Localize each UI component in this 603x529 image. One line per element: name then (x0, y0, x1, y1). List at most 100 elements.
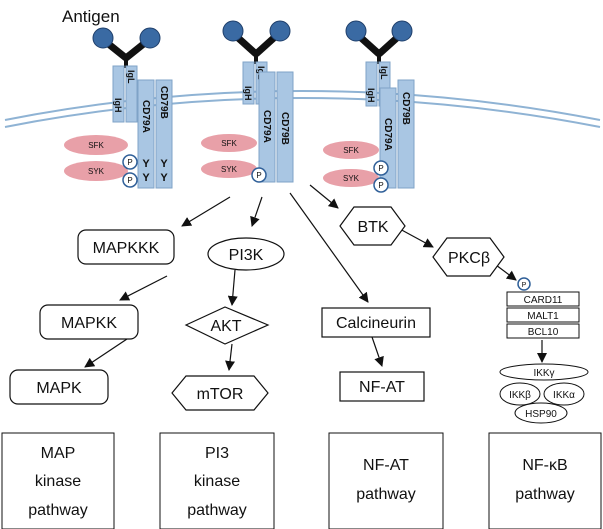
phospho-label: P (127, 176, 132, 185)
node-calcineurin: Calcineurin (321, 307, 431, 338)
igh-bar (242, 61, 255, 105)
sfk-label: SFK (343, 146, 359, 155)
pathway-box-pi3-kinase: PI3 kinase pathway (159, 432, 275, 529)
pathway-label: pathway (356, 486, 416, 503)
pathway-arrows (84, 184, 547, 371)
phospho-icon (122, 172, 138, 188)
arrow-calcineurin-to-nfat (371, 336, 384, 367)
pathway-label: NF-κB (522, 457, 567, 474)
mtor-label: mTOR (197, 386, 244, 403)
tyrosine-label: Y (142, 158, 150, 170)
akt-label: AKT (210, 318, 241, 335)
phospho-icon (251, 167, 267, 183)
antigen-icon (139, 27, 161, 49)
sfk-ellipse (201, 134, 257, 152)
phospho-icon (122, 154, 138, 170)
syk-label: SYK (221, 165, 238, 174)
igl-label: IgL (379, 66, 389, 80)
phospho-label: P (522, 282, 527, 289)
arrow-mapkkk-to-mapkk (119, 275, 168, 301)
arrow-pkc-to-card11 (495, 264, 517, 281)
nfat-label: NF-AT (359, 379, 405, 396)
arrow-receptor-to-pi3k (250, 196, 263, 227)
cd79a-label: CD79A (140, 100, 151, 133)
membrane-inner (4, 97, 601, 128)
phospho-icon (373, 160, 389, 176)
phospho-icon (517, 277, 531, 291)
syk-ellipse (64, 161, 128, 181)
node-ikk-complex: IKKγ IKKβ IKKα HSP90 (499, 363, 589, 424)
antigen-icon (391, 20, 413, 42)
pathway-box-map-kinase: MAP kinase pathway (1, 432, 115, 529)
pathway-box-nf-at: NF-AT pathway (328, 432, 444, 529)
ikkb-label: IKKβ (509, 390, 531, 401)
pathway-label: pathway (515, 486, 575, 503)
cd79b-label: CD79B (400, 92, 411, 125)
igh-bar (112, 65, 125, 123)
tyrosine-label: Y (160, 158, 168, 170)
cd79a-label: CD79A (261, 110, 272, 143)
sfk-label: SFK (88, 141, 104, 150)
arrow-btk-to-pkc (397, 227, 434, 248)
cd79b-bar (397, 79, 415, 189)
cd79a-bar (258, 71, 276, 183)
antigen-icon (92, 27, 114, 49)
btk-label: BTK (357, 219, 388, 236)
malt1-label: MALT1 (527, 311, 559, 322)
igl-bar (125, 65, 138, 123)
membrane-outer (4, 90, 601, 121)
node-akt: AKT (184, 306, 270, 345)
arrow-mapkk-to-mapk (84, 338, 128, 368)
phospho-label: P (378, 181, 383, 190)
card11-label: CARD11 (524, 295, 563, 306)
pathway-label: MAP (41, 445, 76, 462)
syk-ellipse (201, 160, 257, 178)
node-pkc: PKCβ (432, 237, 505, 277)
cd79b-bar (276, 71, 294, 183)
antigen-label: Antigen (62, 7, 120, 26)
syk-ellipse (323, 169, 379, 187)
igh-label: IgH (366, 88, 376, 103)
pathway-label: NF-AT (363, 457, 409, 474)
phospho-label: P (127, 158, 132, 167)
cd79b-label: CD79B (279, 112, 290, 145)
antigen-icon (222, 20, 244, 42)
tyrosine-label: Y (142, 172, 150, 184)
pathway-label: kinase (194, 473, 240, 490)
syk-label: SYK (343, 174, 360, 183)
phospho-label: P (378, 164, 383, 173)
igh-label: IgH (113, 98, 123, 113)
node-pi3k: PI3K (207, 237, 285, 271)
receptor-1: IgH IgL CD79A CD79B SFK SYK P P Y Y Y Y (64, 27, 173, 189)
igh-bar (365, 61, 378, 107)
node-mtor: mTOR (171, 375, 269, 411)
syk-label: SYK (88, 167, 105, 176)
igh-label: IgH (243, 86, 253, 101)
cd79b-bar (155, 79, 173, 189)
pathway-box-nf-kb: NF-κB pathway (488, 432, 602, 529)
hsp90-label: HSP90 (525, 409, 557, 420)
ikka-label: IKKα (553, 390, 575, 401)
mapkk-label: MAPKK (61, 315, 117, 332)
arrow-pi3k-to-akt (227, 269, 238, 306)
receptor-2: IgH IgL CD79A CD79B SFK SYK P (201, 20, 294, 183)
arrow-receptor-to-btk (309, 184, 339, 209)
pathway-label: kinase (35, 473, 81, 490)
receptor-3: IgH IgL CD79A CD79B SFK SYK P P (323, 20, 415, 193)
pi3k-label: PI3K (229, 247, 264, 264)
mapkkk-label: MAPKKK (93, 240, 160, 257)
pkc-label: PKCβ (448, 250, 490, 267)
mapk-label: MAPK (36, 380, 82, 397)
node-mapk: MAPK (9, 369, 109, 405)
cd79a-bar (137, 79, 155, 189)
arrow-receptor-to-mapkkk (181, 196, 231, 227)
ikky-label: IKKγ (533, 368, 554, 379)
cd79b-label: CD79B (158, 86, 169, 119)
antigen-icon (345, 20, 367, 42)
node-nfat: NF-AT (339, 371, 425, 402)
sfk-ellipse (64, 135, 128, 155)
phospho-icon (373, 177, 389, 193)
node-mapkkk: MAPKKK (77, 229, 175, 265)
igl-label: IgL (126, 70, 136, 84)
